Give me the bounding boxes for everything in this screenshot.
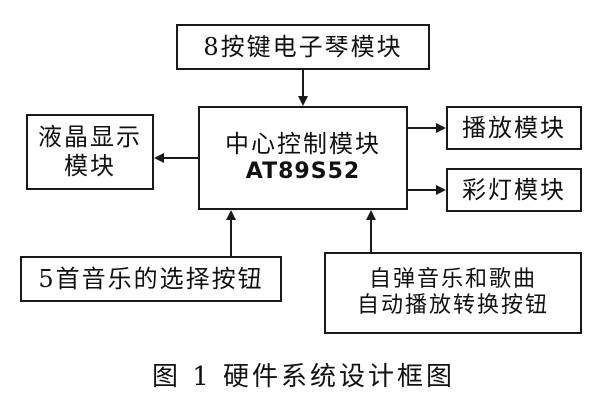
song-select-buttons-box: 5首音乐的选择按钮: [20, 256, 282, 302]
auto-play-switch-line1: 自弹音乐和歌曲: [368, 266, 537, 292]
auto-play-switch-box: 自弹音乐和歌曲 自动播放转换按钮: [324, 252, 582, 334]
control-module-title: 中心控制模块: [225, 130, 381, 159]
lcd-module-line1: 液晶显示: [38, 123, 142, 152]
control-module-box: 中心控制模块 AT89S52: [198, 106, 408, 210]
play-module-box: 播放模块: [446, 106, 582, 150]
play-module-label: 播放模块: [462, 113, 566, 142]
lights-module-box: 彩灯模块: [446, 168, 582, 212]
lcd-module-line2: 模块: [64, 152, 116, 180]
song-select-buttons-label: 5首音乐的选择按钮: [38, 264, 264, 293]
lights-module-label: 彩灯模块: [462, 175, 566, 204]
figure-caption: 图 1 硬件系统设计框图: [151, 362, 456, 392]
auto-play-switch-line2: 自动播放转换按钮: [356, 293, 549, 318]
lcd-module-box: 液晶显示 模块: [26, 114, 154, 190]
control-module-chip: AT89S52: [245, 159, 361, 185]
keyboard-module-box: 8按键电子琴模块: [176, 24, 430, 70]
keyboard-module-label: 8按键电子琴模块: [203, 32, 403, 61]
